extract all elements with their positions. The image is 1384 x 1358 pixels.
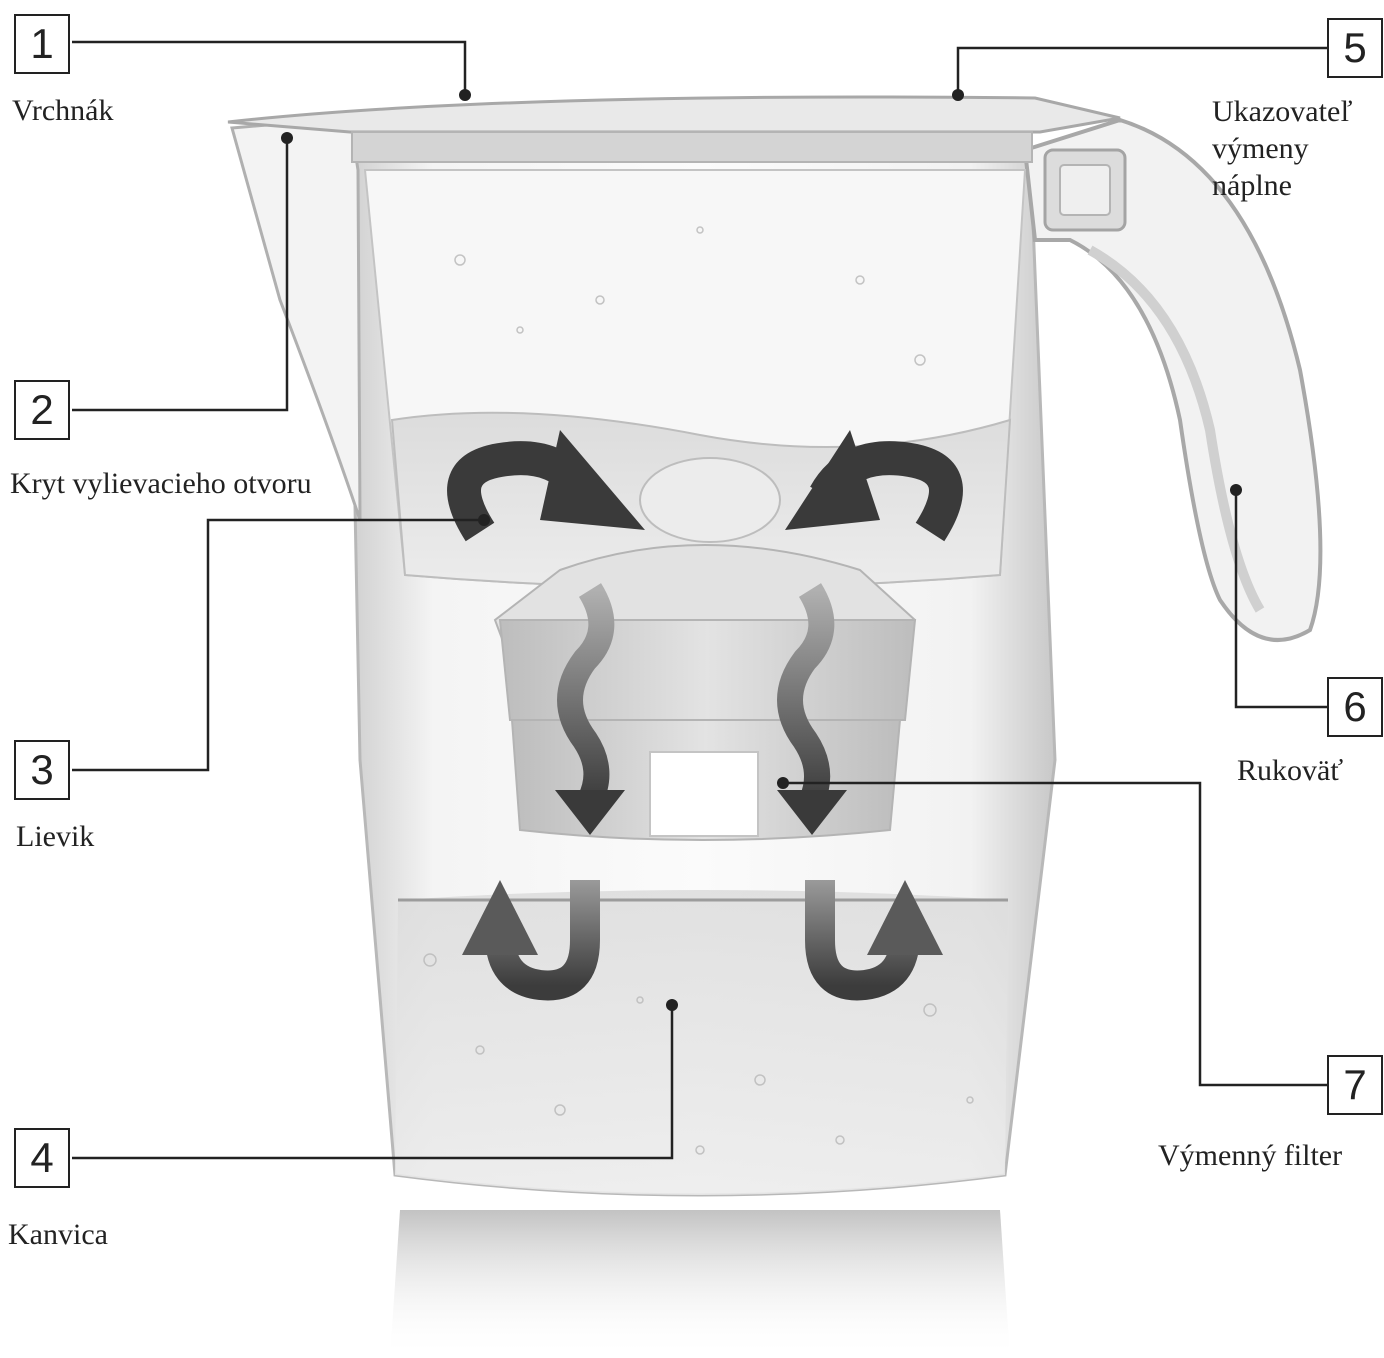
filter-outlet — [650, 752, 758, 836]
callout-label-spout-cover: Kryt vylievacieho otvoru — [10, 465, 312, 502]
callout-number-5: 5 — [1327, 18, 1383, 78]
leader-dot-6 — [1230, 484, 1242, 496]
leader-dot-7 — [777, 777, 789, 789]
leader-dot-4 — [666, 999, 678, 1011]
reflection-shadow — [390, 1210, 1010, 1358]
callout-number-3: 3 — [14, 740, 70, 800]
leader-dot-1 — [459, 89, 471, 101]
callout-label-handle: Rukoväť — [1237, 752, 1343, 789]
lid-rim — [352, 132, 1032, 162]
indicator-dial — [1060, 165, 1110, 215]
callout-number-2: 2 — [14, 380, 70, 440]
spout — [232, 118, 360, 520]
callout-label-funnel: Lievik — [16, 818, 94, 855]
leader-line-1 — [72, 42, 465, 95]
callout-label-lid: Vrchnák — [12, 92, 113, 129]
leader-line-5 — [958, 48, 1327, 95]
callout-label-jug: Kanvica — [8, 1216, 108, 1253]
callout-number-1: 1 — [14, 14, 70, 74]
leader-dot-2 — [281, 132, 293, 144]
leader-dot-3 — [478, 514, 490, 526]
lid — [228, 97, 1120, 132]
leader-dot-5 — [952, 89, 964, 101]
callout-number-7: 7 — [1327, 1055, 1383, 1115]
callout-number-4: 4 — [14, 1128, 70, 1188]
callout-label-filter: Výmenný filter — [1158, 1137, 1342, 1174]
filter-cap — [640, 458, 780, 542]
callout-number-6: 6 — [1327, 677, 1383, 737]
callout-label-change-indicator: Ukazovateľ výmeny náplne — [1212, 93, 1352, 204]
